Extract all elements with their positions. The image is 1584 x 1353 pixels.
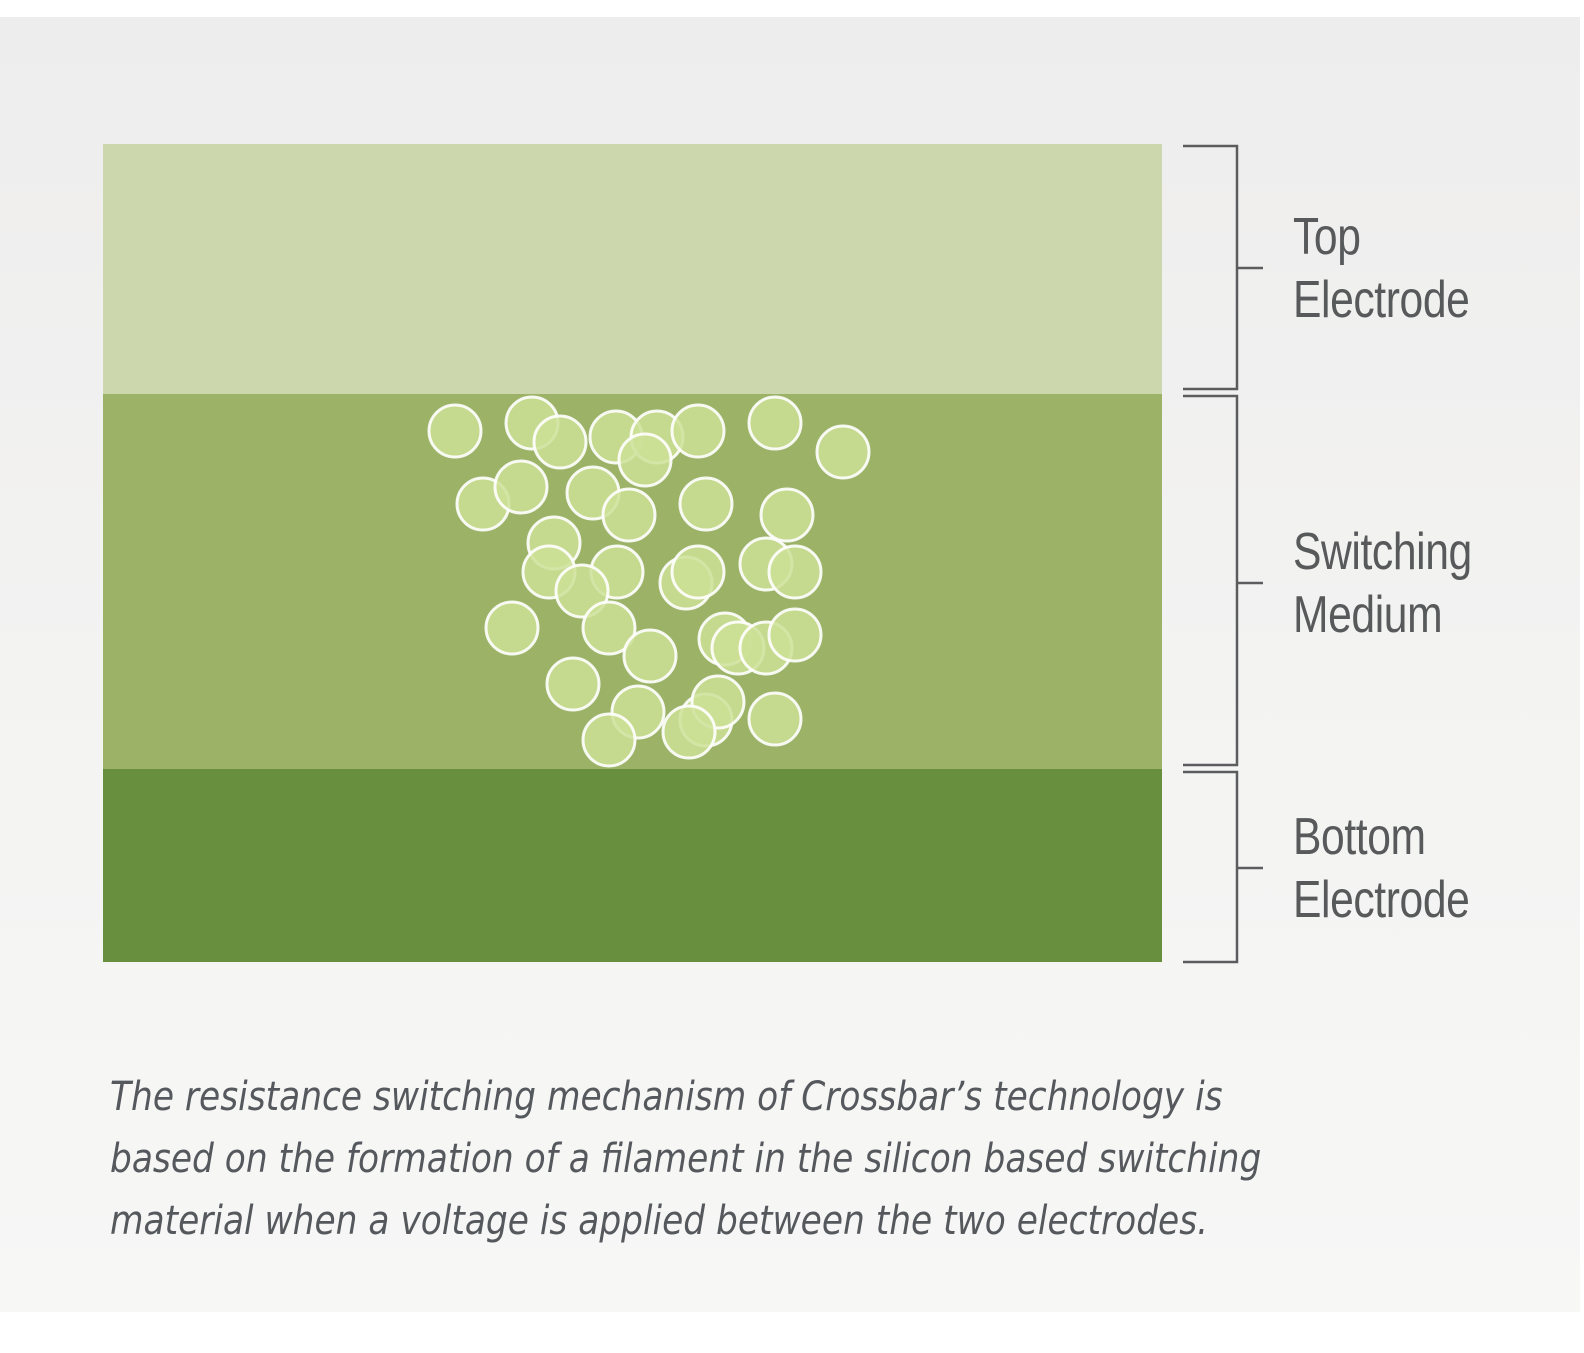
caption-line: material when a voltage is applied betwe… — [110, 1198, 1209, 1244]
label-line: Electrode — [1293, 871, 1470, 929]
label-line: Switching — [1293, 523, 1472, 581]
top-electrode-label: Top Electrode — [1293, 206, 1470, 332]
bottom-electrode-label: Bottom Electrode — [1293, 806, 1470, 932]
label-line: Bottom — [1293, 808, 1426, 866]
switching-medium-label: Switching Medium — [1293, 521, 1472, 647]
caption-line: based on the formation of a filament in … — [110, 1136, 1262, 1182]
caption-line: The resistance switching mechanism of Cr… — [110, 1074, 1223, 1120]
label-line: Top — [1293, 208, 1361, 266]
bottom-electrode-bracket — [1183, 770, 1263, 964]
label-line: Medium — [1293, 586, 1443, 644]
switching-medium-bracket — [1183, 394, 1263, 767]
figure-caption: The resistance switching mechanism of Cr… — [110, 1066, 1314, 1252]
label-line: Electrode — [1293, 271, 1470, 329]
top-electrode-layer — [103, 144, 1162, 394]
top-electrode-bracket — [1183, 144, 1263, 391]
bottom-electrode-layer — [103, 769, 1162, 962]
